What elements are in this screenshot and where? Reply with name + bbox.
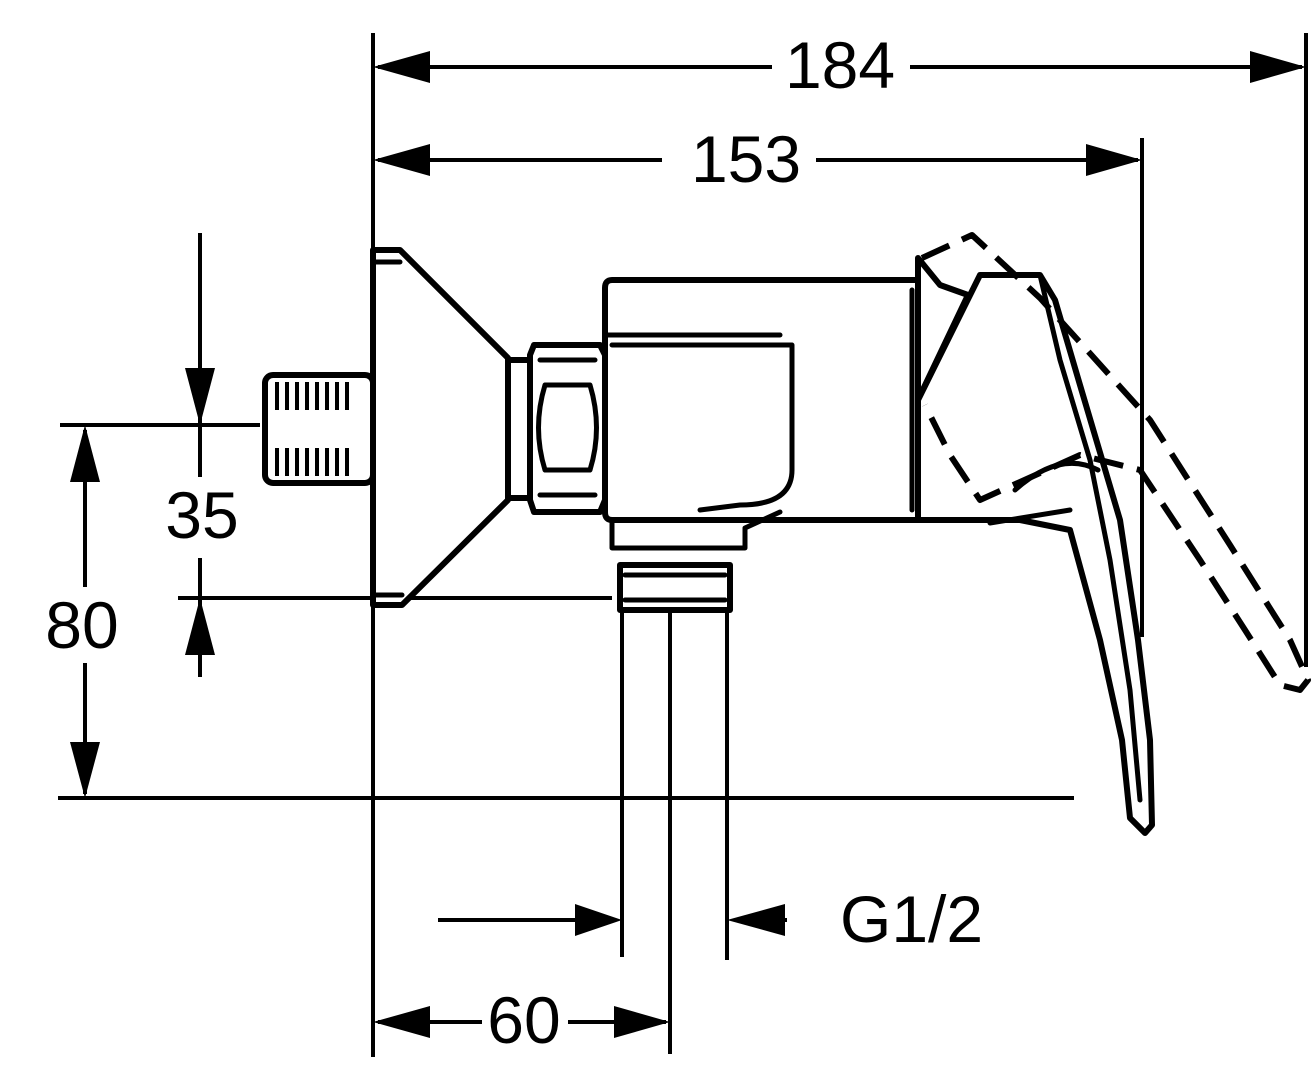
- hex-nut: [505, 342, 608, 515]
- threaded-inlet-connector: [262, 372, 376, 486]
- extension-lines: [58, 33, 1308, 1057]
- outlet-position-label: 60: [487, 983, 560, 1057]
- inlet-offset-label: 35: [165, 478, 238, 552]
- wall-escutcheon: [370, 247, 511, 608]
- dimension-80: 80: [45, 425, 119, 798]
- dimension-thread: G1/2: [438, 882, 983, 956]
- lever-alternate-position: [920, 232, 1311, 693]
- valve-body: [602, 277, 921, 551]
- dimension-35: 35: [165, 368, 239, 655]
- dimension-153: 153: [373, 122, 1142, 196]
- body-length-label: 153: [691, 122, 801, 196]
- lever-handle: [915, 272, 1155, 836]
- outlet-thread-label: G1/2: [840, 882, 983, 956]
- total-height-label: 80: [45, 588, 118, 662]
- dimension-60: 60: [373, 983, 670, 1057]
- outlet-nozzle: [617, 562, 733, 613]
- dimension-184: 184: [373, 28, 1306, 102]
- overall-length-label: 184: [785, 28, 895, 102]
